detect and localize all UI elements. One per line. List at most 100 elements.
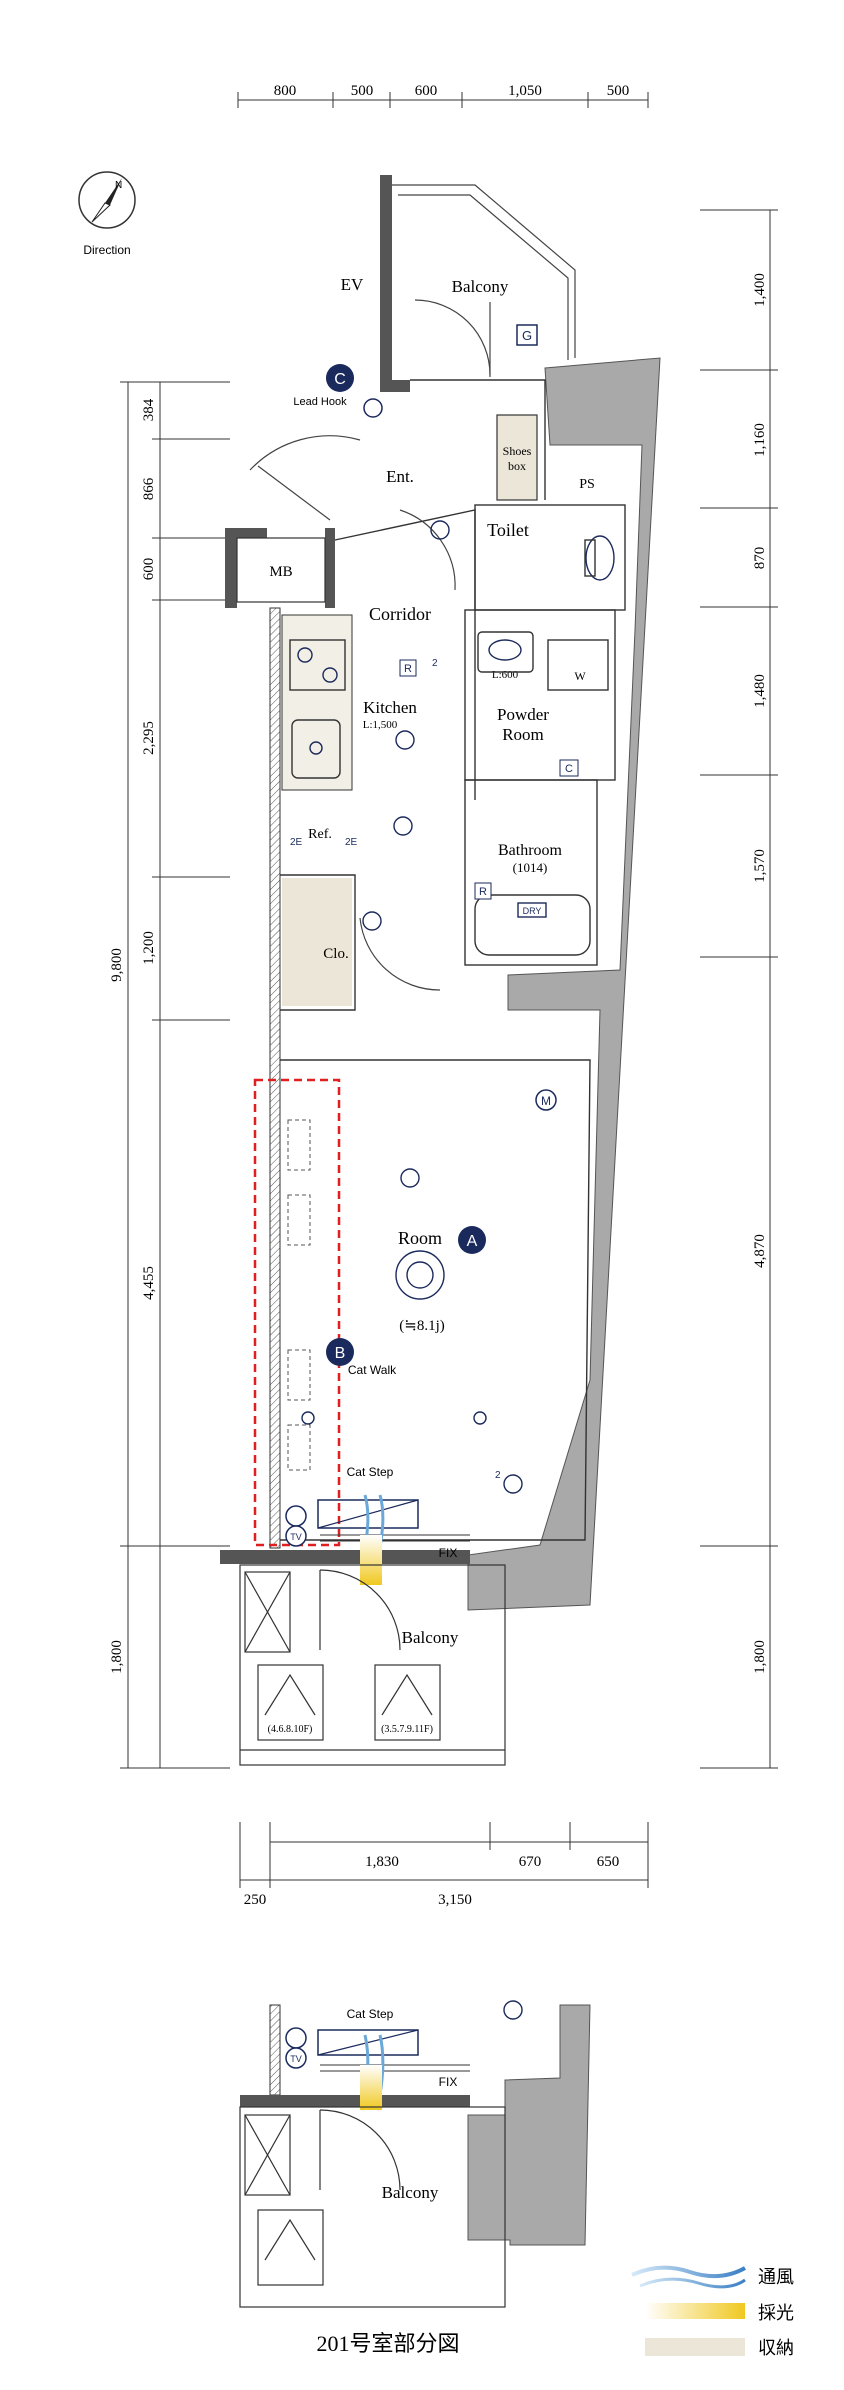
entrance-door-leaf bbox=[257, 465, 331, 521]
marker-g-box bbox=[516, 324, 538, 346]
ac-unit-x bbox=[244, 1571, 291, 1653]
compass-circle bbox=[78, 171, 136, 229]
balcony-bottom-label: Balcony bbox=[402, 1628, 459, 1647]
burner-icon bbox=[297, 647, 313, 663]
balcony-bottom bbox=[239, 1564, 506, 1766]
legend: 通風 採光 収納 bbox=[631, 2265, 794, 2358]
ev-wall bbox=[380, 175, 392, 390]
exterior-wall bbox=[467, 357, 661, 1611]
bottom-dim-value: 250 bbox=[244, 1892, 267, 1908]
bottom-dim-value: 3,150 bbox=[438, 1892, 472, 1908]
room-label: Room bbox=[398, 1228, 442, 1248]
mb-wall-right bbox=[325, 528, 335, 608]
bottom-dim-value: 650 bbox=[597, 1854, 620, 1870]
stove-icon bbox=[289, 639, 346, 691]
outlet-2e-label: 2E bbox=[345, 837, 358, 848]
washer-area bbox=[547, 639, 609, 691]
r-markers: R R C DRY bbox=[399, 659, 579, 916]
left-dim-value: 4,455 bbox=[141, 1266, 157, 1300]
corridor-outline bbox=[334, 509, 476, 800]
cat-step-area: Cat Step TV FIX bbox=[285, 1465, 470, 1585]
detail-ac-unit-x bbox=[244, 2114, 291, 2196]
detail-tv-icon bbox=[285, 2047, 307, 2069]
detail-balcony-outline bbox=[239, 2106, 506, 2308]
top-dim-value: 500 bbox=[351, 83, 374, 99]
detail-balcony-label: Balcony bbox=[382, 2183, 439, 2202]
legend-ventilation-label: 通風 bbox=[758, 2267, 794, 2287]
cat-walk-shelf bbox=[287, 1119, 311, 1171]
bottom-dim-value: 670 bbox=[519, 1854, 542, 1870]
marker-g-label: G bbox=[522, 328, 532, 343]
detail-tv-outlet-icon bbox=[285, 2027, 307, 2049]
marker-r-box bbox=[474, 882, 492, 900]
room-labels: Shoes box Ent. PS Toilet Corridor Kitche… bbox=[308, 444, 595, 1377]
marker-c-box-label: C bbox=[565, 763, 573, 775]
detail-outlet-icon bbox=[503, 2000, 523, 2020]
left-dim-value: 2,295 bbox=[141, 721, 157, 755]
balcony-top-inner bbox=[398, 194, 569, 360]
ev-label: EV bbox=[341, 275, 364, 294]
left-dim-total: 9,800 bbox=[109, 948, 125, 982]
bathroom-size-label: (1014) bbox=[513, 860, 548, 875]
marker-g: G bbox=[516, 324, 538, 346]
outlet-icon bbox=[473, 1411, 487, 1425]
toilet-label: Toilet bbox=[487, 520, 529, 540]
hatch-left-label: (4.6.8.10F) bbox=[268, 1724, 313, 1735]
detail-evacuation-hatch bbox=[257, 2209, 324, 2286]
legend-ventilation-icon bbox=[631, 2265, 746, 2279]
lighting-area bbox=[360, 1535, 382, 1585]
marker-c: C Lead Hook bbox=[293, 364, 383, 418]
washer-label: W bbox=[574, 669, 586, 683]
corridor-door-swing bbox=[359, 917, 441, 991]
ac-unit-icon bbox=[244, 1571, 291, 1653]
entrance-door bbox=[249, 435, 456, 991]
ref-label: Ref. bbox=[308, 827, 332, 842]
fixtures bbox=[289, 520, 615, 1494]
ceiling-light-icon bbox=[362, 911, 382, 931]
room-main-light-icon bbox=[406, 1261, 434, 1289]
balcony-top-outline bbox=[392, 184, 576, 358]
detail-balcony-door-swing bbox=[319, 2109, 401, 2191]
marker-c-letter: C bbox=[334, 371, 346, 388]
powder-room-label: Powder bbox=[497, 705, 549, 724]
legend-ventilation-icon bbox=[639, 2277, 746, 2289]
marker-a-circle bbox=[458, 1226, 486, 1254]
powder-outline bbox=[464, 609, 616, 781]
ceiling-light-icon bbox=[393, 816, 413, 836]
ceiling-light-icon bbox=[430, 520, 450, 540]
balcony-door-swing bbox=[319, 1569, 401, 1651]
fix-label: FIX bbox=[439, 1546, 458, 1560]
mb-wall-top bbox=[225, 528, 267, 538]
right-dim-value: 4,870 bbox=[752, 1234, 768, 1268]
interior-lines bbox=[280, 379, 626, 1541]
toilet-bowl-icon bbox=[585, 535, 615, 581]
detail-west-wall bbox=[269, 2004, 281, 2096]
left-dim-value: 600 bbox=[141, 558, 157, 581]
tv-icon bbox=[285, 1525, 307, 1547]
toilet-tank-icon bbox=[584, 539, 596, 577]
shoes-box bbox=[496, 414, 538, 501]
cat-walk-highlight bbox=[253, 1078, 341, 1547]
cat-step-label: Cat Step bbox=[347, 1465, 394, 1479]
left-dim-value: 384 bbox=[141, 398, 157, 421]
right-dim-value: 1,160 bbox=[752, 423, 768, 457]
left-dim-value: 1,200 bbox=[141, 931, 157, 965]
right-dim-value: 1,400 bbox=[752, 273, 768, 307]
west-wall bbox=[269, 607, 281, 1549]
marker-b-letter: B bbox=[335, 1345, 346, 1362]
detail-ac-unit-icon bbox=[244, 2114, 291, 2196]
right-dim-value: 1,480 bbox=[752, 674, 768, 708]
detail-balcony bbox=[239, 2106, 506, 2308]
corridor-label: Corridor bbox=[369, 604, 431, 624]
right-dimensions: 1,400 1,160 870 1,480 1,570 4,870 1,800 bbox=[700, 209, 778, 1769]
kitchen-sink-icon bbox=[291, 719, 341, 779]
ev-wall-return bbox=[380, 380, 410, 392]
basin-icon bbox=[488, 639, 522, 661]
detail-plan: Cat Step TV FIX Balcony 201号室部分図 bbox=[239, 2000, 591, 2356]
compass-north-label: N bbox=[115, 180, 122, 191]
compass-label: Direction bbox=[83, 243, 130, 257]
balcony-door-swing bbox=[414, 299, 491, 376]
mb-box bbox=[236, 537, 326, 603]
balcony-top bbox=[392, 184, 576, 377]
bottom-dimensions: 1,830 670 650 250 3,150 bbox=[239, 1822, 649, 1908]
